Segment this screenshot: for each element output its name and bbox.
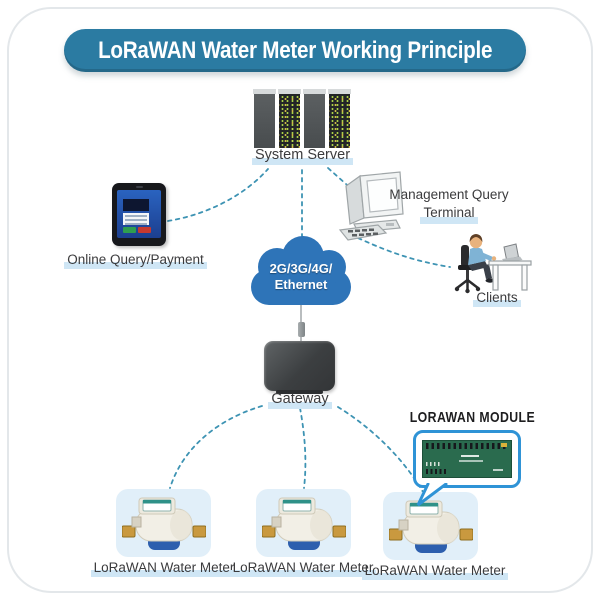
line-gateway-meter1: [169, 405, 263, 489]
gateway-label: Gateway: [268, 391, 332, 409]
lorawan-module-label: LORAWAN MODULE: [409, 409, 536, 426]
page-border: [7, 7, 593, 593]
phone-confirm-button-graphic: [123, 227, 136, 233]
meter3-label: LoRaWAN Water Meter: [361, 563, 509, 580]
meter2-label: LoRaWAN Water Meter: [229, 560, 377, 577]
gateway-device-icon: [264, 341, 335, 394]
cloud-shape: [251, 236, 351, 305]
water-meter-tile: [116, 489, 211, 557]
line-gateway-meter2: [299, 407, 307, 489]
water-meter-icon: [388, 500, 473, 553]
desktop-computer-icon: [338, 171, 404, 241]
page-title: LoRaWAN Water Meter Working Principle: [97, 36, 493, 64]
title-banner: LoRaWAN Water Meter Working Principle: [64, 29, 526, 72]
meter1-label: LoRaWAN Water Meter: [90, 560, 238, 577]
water-meter-tile: [383, 492, 478, 560]
server-rack-panel: [253, 89, 276, 148]
module-callout-bubble: [413, 430, 521, 488]
phone-cancel-button-graphic: [138, 227, 151, 233]
callout-tail: [416, 483, 448, 507]
terminal-label: Management Query Terminal: [389, 187, 509, 224]
cloud-label: 2G/3G/4G/ Ethernet: [269, 261, 333, 292]
line-server-phone: [167, 168, 269, 222]
server-rack-leds: [328, 89, 351, 148]
gateway-antenna-icon: [297, 299, 305, 343]
water-meter-icon: [121, 497, 206, 550]
person-at-desk-icon: [454, 234, 532, 294]
water-meter-icon: [261, 497, 346, 550]
system-server-label: System Server: [251, 147, 354, 165]
server-rack-panel: [303, 89, 326, 148]
line-terminal-clients: [357, 237, 451, 268]
water-meter-tile: [256, 489, 351, 557]
server-rack-leds: [278, 89, 301, 148]
lorawan-module-pcb-icon: [422, 440, 512, 478]
clients-label: Clients: [473, 290, 521, 307]
phone-speaker: [136, 185, 143, 188]
phone-screen: [117, 190, 161, 238]
server-rack-icon: [253, 89, 351, 148]
smartphone-icon: [112, 183, 166, 246]
network-cloud-icon: 2G/3G/4G/ Ethernet: [245, 231, 357, 313]
online-query-label: Online Query/Payment: [64, 252, 207, 269]
